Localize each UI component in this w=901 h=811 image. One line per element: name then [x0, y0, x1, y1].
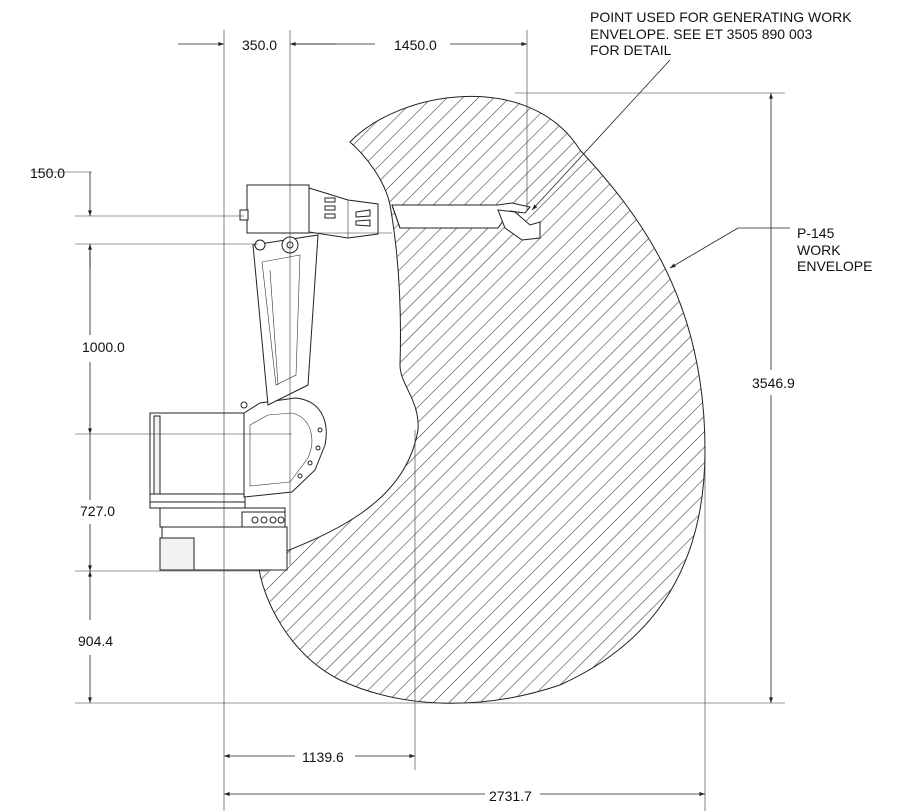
work-envelope-region [257, 96, 706, 704]
dimension-labels: 350.0 1450.0 150.0 1000.0 727.0 904.4 11… [30, 37, 795, 804]
robot-shoulder-joint [254, 239, 266, 251]
dim-727: 727.0 [80, 503, 115, 519]
robot-body [149, 412, 246, 509]
robot-model [149, 184, 541, 571]
note-envelope-line1: P-145 [797, 225, 835, 241]
shoulder-bolt-4 [297, 473, 303, 479]
callout-notes: POINT USED FOR GENERATING WORK ENVELOPE.… [590, 9, 872, 274]
dim-1139: 1139.6 [302, 749, 344, 765]
dim-150: 150.0 [30, 165, 65, 181]
shoulder-bolt-2 [315, 445, 321, 451]
note-envelope-line2: WORK [797, 242, 841, 258]
robot-body-inner [153, 415, 161, 502]
connector-3 [269, 516, 277, 524]
robot-lower-arm-rib [261, 254, 301, 386]
robot-shoulder-housing [243, 397, 327, 498]
note-point-line2: ENVELOPE. SEE ET 3505 890 003 [590, 26, 813, 42]
robot-upper-arm-housing [246, 184, 310, 234]
connector-4 [277, 516, 285, 524]
connector-2 [260, 516, 268, 524]
note-point-line3: FOR DETAIL [590, 42, 672, 58]
robot-base-foot [159, 537, 195, 571]
dim-904: 904.4 [78, 633, 113, 649]
robot-lower-arm [252, 234, 319, 406]
shoulder-bolt-3 [307, 460, 313, 466]
robot-body-cable-guide [149, 493, 246, 503]
note-point-line1: POINT USED FOR GENERATING WORK [590, 9, 852, 25]
dim-1000: 1000.0 [82, 339, 125, 355]
dim-3546: 3546.9 [752, 375, 795, 391]
dim-2731: 2731.7 [489, 788, 532, 804]
note-envelope-line3: ENVELOPE [797, 258, 872, 274]
robot-forearm-tube [391, 202, 531, 229]
dim-1450: 1450.0 [394, 37, 437, 53]
robot-shoulder-inner [249, 412, 313, 487]
dim-350: 350.0 [242, 37, 277, 53]
robot-small-pin [240, 401, 248, 409]
dimension-lines [88, 42, 790, 796]
reference-lines [32, 30, 785, 811]
connector-1 [251, 516, 259, 524]
shoulder-bolt-1 [317, 427, 323, 433]
robot-wrist [497, 209, 541, 241]
